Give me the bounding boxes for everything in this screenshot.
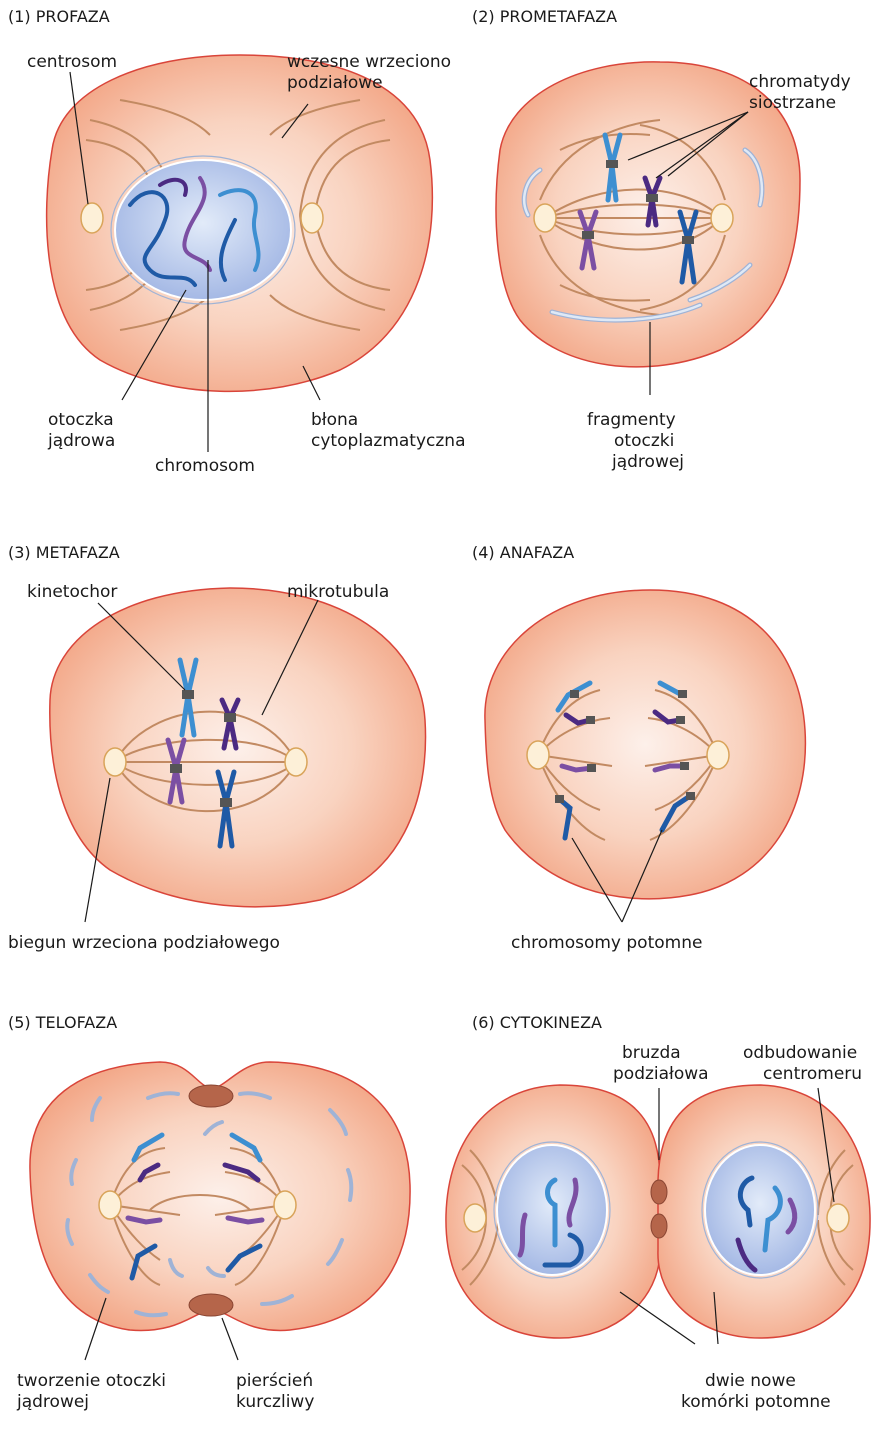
panel-cytokinesis: (6) CYTOKINEZA bbox=[446, 1013, 870, 1412]
label-cleavage-furrow-2: podziałowa bbox=[613, 1064, 709, 1084]
label-membrane-2: cytoplazmatyczna bbox=[311, 431, 466, 451]
label-centromere-rebuild-1: odbudowanie bbox=[743, 1043, 857, 1063]
nucleus bbox=[497, 1145, 607, 1275]
contractile-ring bbox=[189, 1085, 233, 1107]
label-kinetochore: kinetochor bbox=[27, 582, 117, 602]
label-contractile-ring-2: kurczliwy bbox=[236, 1392, 314, 1412]
centrosome bbox=[301, 203, 323, 233]
label-contractile-ring-1: pierścień bbox=[236, 1371, 313, 1391]
centrosome bbox=[711, 204, 733, 232]
panel-heading: (1) PROFAZA bbox=[8, 7, 110, 26]
contractile-ring bbox=[651, 1214, 667, 1238]
label-nuclear-envelope-1: otoczka bbox=[48, 410, 114, 430]
centrosome bbox=[81, 203, 103, 233]
label-cleavage-furrow-1: bruzda bbox=[622, 1043, 681, 1063]
centrosome bbox=[99, 1191, 121, 1219]
panel-anaphase: (4) ANAFAZA bbox=[472, 543, 805, 953]
label-sister-chromatids-1: chromatydy bbox=[749, 72, 851, 92]
spindle-pole bbox=[285, 748, 307, 776]
panel-heading: (3) METAFAZA bbox=[8, 543, 120, 562]
label-envelope-forming-2: jądrowej bbox=[16, 1392, 89, 1412]
label-daughter-cells-2: komórki potomne bbox=[681, 1392, 831, 1412]
label-membrane-1: błona bbox=[311, 410, 358, 430]
spindle-pole bbox=[527, 741, 549, 769]
panel-prophase: (1) PROFAZA bbox=[8, 7, 466, 476]
panel-heading: (4) ANAFAZA bbox=[472, 543, 574, 562]
spindle-pole bbox=[707, 741, 729, 769]
panel-heading: (6) CYTOKINEZA bbox=[472, 1013, 602, 1032]
label-sister-chromatids-2: siostrzane bbox=[749, 93, 836, 113]
centrosome bbox=[827, 1204, 849, 1232]
label-daughter-cells-1: dwie nowe bbox=[705, 1371, 796, 1391]
panel-heading: (2) PROMETAFAZA bbox=[472, 7, 617, 26]
label-envelope-fragments-2: otoczki bbox=[614, 431, 674, 451]
label-chromosome: chromosom bbox=[155, 456, 255, 476]
label-centrosome: centrosom bbox=[27, 52, 117, 72]
centrosome bbox=[274, 1191, 296, 1219]
label-microtubule: mikrotubula bbox=[287, 582, 389, 602]
label-centromere-rebuild-2: centromeru bbox=[763, 1064, 862, 1084]
panel-prometaphase: (2) PROMETAFAZA bbox=[472, 7, 851, 472]
label-envelope-forming-1: tworzenie otoczki bbox=[17, 1371, 166, 1391]
panel-heading: (5) TELOFAZA bbox=[8, 1013, 117, 1032]
centrosome bbox=[464, 1204, 486, 1232]
label-daughter-chromosomes: chromosomy potomne bbox=[511, 933, 702, 953]
spindle-pole bbox=[104, 748, 126, 776]
label-early-spindle-2: podziałowe bbox=[287, 73, 383, 93]
label-envelope-fragments-1: fragmenty bbox=[587, 410, 676, 430]
label-nuclear-envelope-2: jądrowa bbox=[47, 431, 115, 451]
centrosome bbox=[534, 204, 556, 232]
contractile-ring bbox=[189, 1294, 233, 1316]
panel-telophase: (5) TELOFAZA bbox=[8, 1013, 410, 1412]
label-spindle-pole: biegun wrzeciona podziałowego bbox=[8, 933, 280, 953]
nucleus bbox=[705, 1145, 815, 1275]
panel-metaphase: (3) METAFAZA kinetochor bbox=[8, 543, 426, 953]
label-early-spindle-1: wczesne wrzeciono bbox=[287, 52, 451, 72]
contractile-ring bbox=[651, 1180, 667, 1204]
label-envelope-fragments-3: jądrowej bbox=[611, 452, 684, 472]
